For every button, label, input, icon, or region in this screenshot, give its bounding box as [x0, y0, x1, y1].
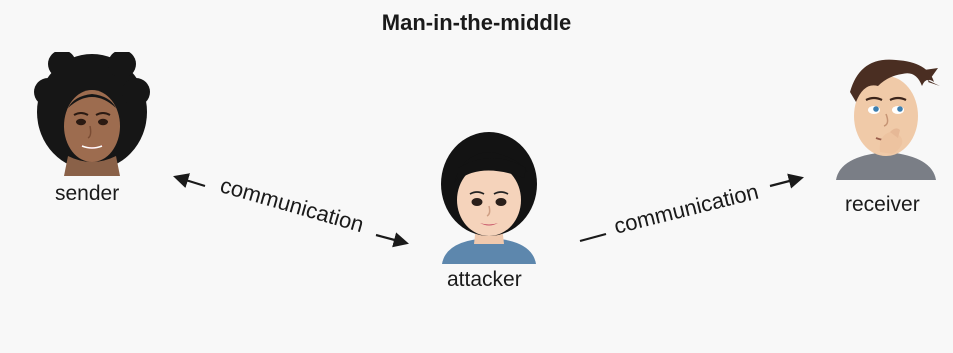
right-arrow-head-segment: [769, 173, 804, 189]
attacker-avatar-icon: [441, 132, 537, 264]
receiver-avatar-icon: [836, 59, 940, 180]
left-communication-label: communication: [218, 172, 367, 237]
right-arrow-tail-segment: [579, 232, 607, 243]
receiver-label: receiver: [845, 193, 920, 216]
right-communication-label: communication: [611, 179, 761, 239]
left-arrow-attacker-segment: [375, 232, 409, 248]
attacker-label: attacker: [447, 268, 522, 291]
sender-avatar-icon: [34, 52, 150, 176]
diagram-title: Man-in-the-middle: [381, 10, 572, 35]
sender-label: sender: [55, 182, 120, 205]
left-arrow-sender-segment: [173, 173, 206, 189]
